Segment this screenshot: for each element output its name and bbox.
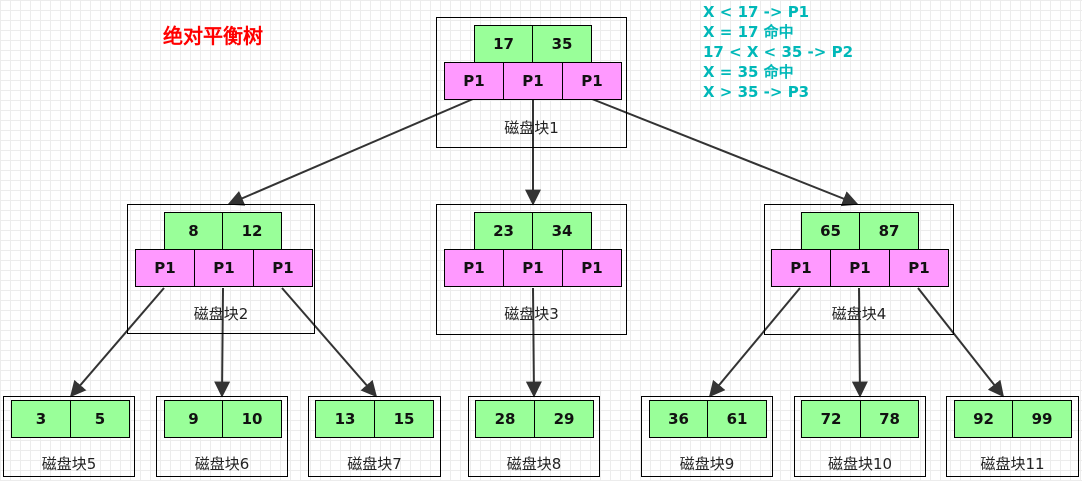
key-cell: 72: [801, 400, 861, 438]
pointer-cell: P1: [889, 249, 949, 287]
block-label: 磁盘块11: [980, 455, 1045, 473]
key-cell: 87: [859, 212, 919, 250]
edge-block4-block11: [917, 287, 1004, 398]
rule-4: X = 35 命中: [703, 63, 794, 81]
block-label: 磁盘块8: [506, 455, 562, 473]
pointer-cell: P1: [194, 249, 254, 287]
disk-block-7: [308, 396, 441, 477]
pointer-cell: P1: [503, 62, 563, 100]
rule-3: 17 < X < 35 -> P2: [703, 43, 854, 61]
pointer-cell: P1: [562, 62, 622, 100]
block-label: 磁盘块1: [504, 119, 559, 137]
key-cell: 12: [222, 212, 282, 250]
disk-block-1: [436, 17, 627, 148]
key-cell: 99: [1012, 400, 1072, 438]
block-label: 磁盘块6: [194, 455, 250, 473]
key-cell: 78: [860, 400, 919, 438]
key-cell: 5: [70, 400, 130, 438]
edge-root-block2: [227, 98, 474, 206]
disk-block-9: [641, 396, 773, 477]
disk-block-11: [946, 396, 1079, 477]
pointer-cell: P1: [253, 249, 313, 287]
block-label: 磁盘块2: [193, 305, 249, 323]
key-cell: 34: [532, 212, 592, 250]
key-cell: 92: [954, 400, 1013, 438]
block-label: 磁盘块4: [831, 305, 887, 323]
disk-block-5: [3, 396, 135, 477]
edge-block3-block8: [525, 287, 542, 398]
rule-2: X = 17 命中: [703, 23, 794, 41]
disk-block-10: [794, 396, 926, 477]
disk-block-2: [127, 204, 315, 334]
key-cell: 15: [374, 400, 434, 438]
key-cell: 29: [534, 400, 594, 438]
disk-block-4: [764, 204, 954, 335]
key-cell: 65: [801, 212, 860, 250]
block-label: 磁盘块10: [827, 455, 893, 473]
edge-block2-block5: [69, 287, 165, 398]
pointer-cell: P1: [562, 249, 622, 287]
key-cell: 61: [707, 400, 767, 438]
block-label: 磁盘块5: [41, 455, 97, 473]
key-cell: 23: [474, 212, 533, 250]
key-cell: 28: [475, 400, 535, 438]
disk-block-6: [156, 396, 288, 477]
edge-block4-block9: [708, 287, 801, 398]
disk-block-3: [436, 204, 627, 335]
disk-block-8: [468, 396, 600, 477]
key-cell: 3: [11, 400, 71, 438]
diagram-title: 绝对平衡树: [163, 24, 263, 48]
block-label: 磁盘块9: [679, 455, 735, 473]
key-cell: 10: [222, 400, 282, 438]
pointer-cell: P1: [135, 249, 195, 287]
key-cell: 8: [164, 212, 223, 250]
pointer-cell: P1: [444, 249, 504, 287]
rule-5: X > 35 -> P3: [703, 83, 810, 101]
block-label: 磁盘块7: [347, 455, 402, 473]
pointer-cell: P1: [444, 62, 504, 100]
pointer-cell: P1: [830, 249, 890, 287]
pointer-cell: P1: [771, 249, 831, 287]
search-rules: X < 17 -> P1 X = 17 命中 17 < X < 35 -> P2…: [703, 2, 853, 102]
key-cell: 36: [649, 400, 708, 438]
rule-1: X < 17 -> P1: [703, 3, 810, 21]
edge-block4-block10: [851, 287, 868, 398]
block-label: 磁盘块3: [504, 305, 559, 323]
pointer-cell: P1: [503, 249, 563, 287]
key-cell: 9: [164, 400, 223, 438]
key-cell: 13: [315, 400, 375, 438]
edge-root-block4: [591, 98, 859, 207]
edge-block2-block7: [281, 287, 378, 398]
key-cell: 17: [474, 25, 533, 63]
key-cell: 35: [532, 25, 592, 63]
edge-block2-block6: [214, 287, 231, 398]
